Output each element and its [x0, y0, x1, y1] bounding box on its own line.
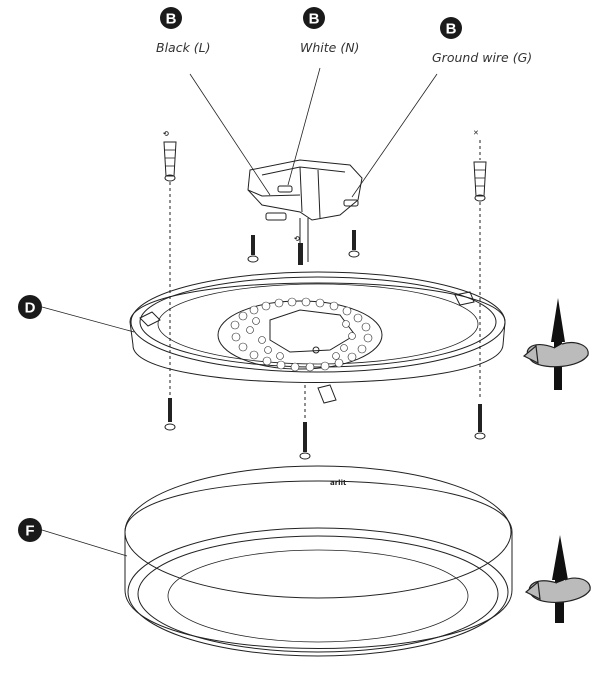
callout-b-black: B: [160, 7, 182, 29]
callout-d: D: [18, 295, 42, 319]
wall-anchor-left: ⟲: [163, 130, 177, 182]
rotate-arrow-icon: [522, 298, 589, 390]
plate-slot-front: [317, 384, 337, 404]
callout-d-letter: D: [25, 300, 36, 317]
callout-f-letter: F: [25, 523, 34, 540]
diffuser-cover: arlit: [124, 465, 513, 657]
plate-screw-center: [299, 422, 311, 460]
callout-b-black-letter: B: [166, 11, 177, 28]
leader-f: [41, 529, 128, 557]
svg-text:⟲: ⟲: [163, 130, 169, 138]
wall-anchor-right: ✕: [473, 129, 487, 202]
bracket-screw-left: [247, 235, 259, 263]
white-wire-connector: [277, 185, 293, 193]
svg-text:✕: ✕: [473, 129, 479, 137]
white-wire-label: White (N): [300, 40, 359, 55]
junction-bracket: [247, 159, 363, 262]
black-wire-label: Black (L): [156, 40, 211, 55]
black-wire-connector: [265, 212, 287, 221]
plate-slot-right: [454, 291, 475, 306]
led-dots: [230, 297, 373, 372]
bracket-screw-right: [348, 230, 360, 258]
callout-f: F: [18, 518, 42, 542]
brand-mark: arlit: [330, 479, 347, 487]
callout-b-ground-letter: B: [446, 21, 457, 38]
plate-slot-left: [139, 311, 161, 327]
leader-ground: [351, 73, 438, 198]
leader-black: [189, 73, 271, 196]
plate-screw-right: [474, 404, 486, 440]
leader-d: [41, 306, 135, 333]
leader-white: [287, 67, 321, 186]
svg-text:⟲: ⟲: [294, 235, 300, 243]
mounting-plate: [129, 271, 506, 404]
callout-b-ground: B: [440, 17, 462, 39]
ground-wire-connector: [343, 199, 359, 207]
callout-b-white: B: [303, 7, 325, 29]
plate-screw-left: [164, 398, 176, 431]
led-driver: [269, 309, 356, 353]
ground-wire-label: Ground wire (G): [432, 50, 532, 65]
led-module: [217, 300, 383, 370]
center-screw: ⟲: [294, 235, 303, 265]
callout-b-white-letter: B: [309, 11, 320, 28]
rotate-arrow-icon: [524, 535, 591, 623]
